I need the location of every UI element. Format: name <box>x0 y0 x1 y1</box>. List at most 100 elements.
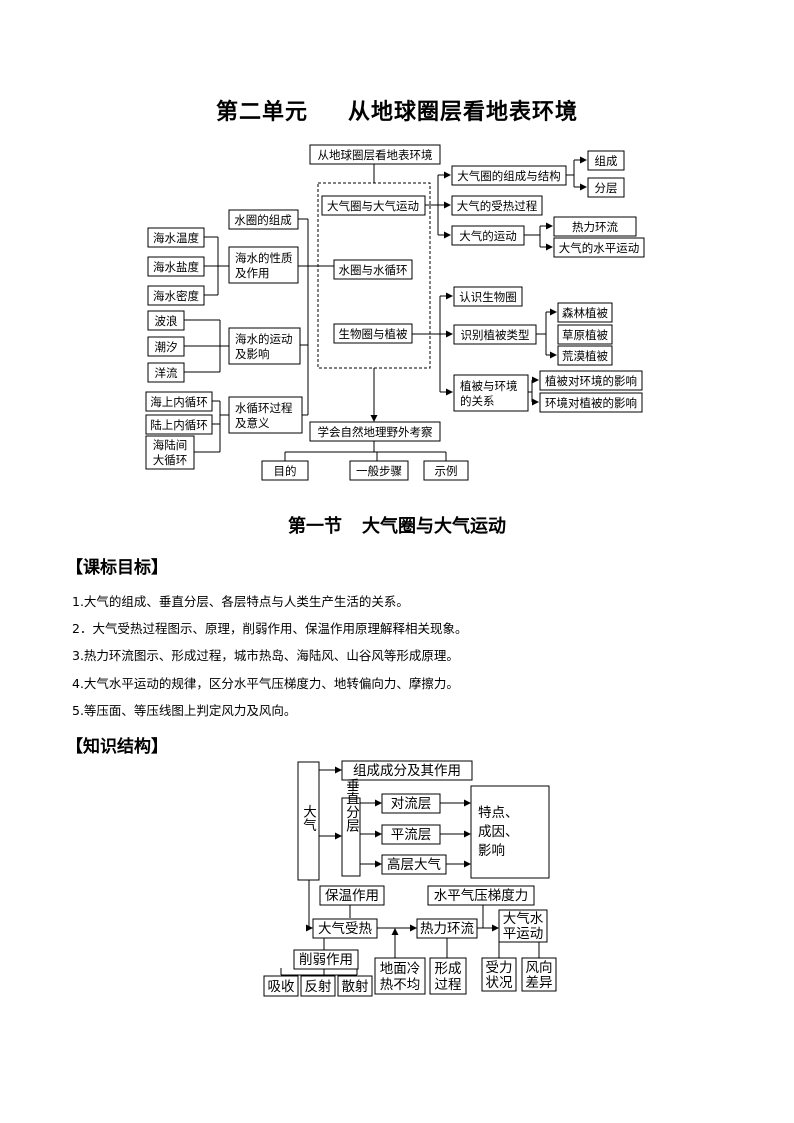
map-cycle-line1: 水循环过程 <box>235 401 293 415</box>
map-heating: 大气的受热过程 <box>451 195 543 216</box>
map-cycle-big-line1: 海陆间 <box>153 438 188 452</box>
map-horizontal-label: 大气的水平运动 <box>559 241 640 255</box>
map-grass-label: 草原植被 <box>562 328 608 342</box>
map-sea-dens-label: 海水密度 <box>153 289 199 303</box>
map-waves: 波浪 <box>147 310 185 331</box>
map2-reflect: 反射 <box>300 975 336 997</box>
section-title: 第一节大气圈与大气运动 <box>0 512 794 538</box>
unit-concept-map: 从地球圈层看地表环境 大气圈与大气运动 水圈与水循环 生物圈与植被 大气圈的组成… <box>145 144 645 481</box>
map2-comp-label: 组成成分及其作用 <box>353 763 461 779</box>
map-cycle-land-label: 陆上内循环 <box>150 418 208 432</box>
map-grass: 草原植被 <box>557 324 613 345</box>
map-veg-types-label: 识别植被类型 <box>461 328 530 342</box>
map2-horizontal: 大气水 平运动 <box>498 909 548 943</box>
map2-absorb-label: 吸收 <box>268 979 295 995</box>
map2-surface-line2: 热不均 <box>380 977 421 993</box>
goals-heading: 【课标目标】 <box>66 558 168 578</box>
map-sea-prop: 海水的性质 及作用 <box>228 246 299 284</box>
map-veg-on-env-label: 植被对环境的影响 <box>545 374 637 388</box>
map-veg-env: 植被与环境 的关系 <box>453 374 529 412</box>
section-name: 大气圈与大气运动 <box>362 516 506 537</box>
map-purpose: 目的 <box>261 460 309 481</box>
map2-horizontal-line1: 大气水 <box>503 911 544 927</box>
structure-heading: 【知识结构】 <box>66 737 168 757</box>
map2-troposphere-label: 对流层 <box>391 796 432 812</box>
map-sea-temp: 海水温度 <box>147 227 205 248</box>
map-sea-temp-label: 海水温度 <box>153 231 199 245</box>
map2-atmos: 大气 <box>297 761 320 881</box>
map-atmos-comp: 大气圈的组成与结构 <box>451 165 567 186</box>
goal-item: 1.大气的组成、垂直分层、各层特点与人类生产生活的关系。 <box>72 594 409 609</box>
map-veg-env-line2: 的关系 <box>460 394 495 408</box>
map-purpose-label: 目的 <box>274 464 297 478</box>
map-env-on-veg-label: 环境对植被的影响 <box>545 396 637 410</box>
map-know-bio-label: 认识生物圈 <box>459 290 517 304</box>
goal-item: 2．大气受热过程图示、原理，削弱作用、保温作用原理解释相关现象。 <box>72 621 468 636</box>
map2-surface-line1: 地面冷 <box>380 961 421 977</box>
map2-heating: 大气受热 <box>312 918 378 939</box>
map-root-label: 从地球圈层看地表环境 <box>318 148 433 162</box>
map2-comp: 组成成分及其作用 <box>341 760 473 781</box>
map-heating-label: 大气的受热过程 <box>457 199 538 213</box>
map-desert: 荒漠植被 <box>557 345 613 366</box>
map2-upper-label: 高层大气 <box>387 856 441 873</box>
map2-troposphere: 对流层 <box>381 793 441 814</box>
map2-insulation-label: 保温作用 <box>325 888 379 904</box>
map-cycle: 水循环过程 及意义 <box>228 396 303 434</box>
map-sea-salt: 海水盐度 <box>147 256 205 277</box>
unit-number: 第二单元 <box>215 99 308 125</box>
map-env-on-veg: 环境对植被的影响 <box>539 392 643 413</box>
map-layers-label: 分层 <box>595 181 618 195</box>
map-horizontal: 大气的水平运动 <box>553 237 645 258</box>
map-thermal-label: 热力环流 <box>572 220 618 234</box>
map2-forces-line2: 状况 <box>486 975 514 991</box>
map-field-label: 学会自然地理野外考察 <box>318 425 433 439</box>
section-concept-map: 大气 组成成分及其作用 垂直分层 对流层 平流层 高层大气 特点、 成因、 影响… <box>263 760 557 997</box>
map-atmos-comp-label: 大气圈的组成与结构 <box>457 169 561 183</box>
map-cycle-sea: 海上内循环 <box>145 391 213 412</box>
map-cycle-big: 海陆间 大循环 <box>145 435 195 470</box>
map2-scatter-label: 散射 <box>342 979 369 995</box>
map-hydro-comp: 水圈的组成 <box>228 209 299 230</box>
map-sea-prop-line2: 及作用 <box>235 266 270 280</box>
map2-formation: 形成 过程 <box>429 957 467 995</box>
map2-stratosphere: 平流层 <box>381 824 441 845</box>
map2-features-line2: 成因、 <box>478 824 519 840</box>
map-bio-unit: 生物圈与植被 <box>333 323 413 344</box>
map2-vertical: 垂直分层 <box>341 778 361 877</box>
map-desert-label: 荒漠植被 <box>562 349 608 363</box>
map-veg-types: 识别植被类型 <box>453 324 537 345</box>
map2-features-line1: 特点、 <box>478 805 519 821</box>
map-atmos-unit: 大气圈与大气运动 <box>321 195 426 216</box>
map2-scatter: 散射 <box>337 975 373 997</box>
unit-name: 从地球圈层看地表环境 <box>348 99 579 125</box>
map-cycle-land: 陆上内循环 <box>145 414 213 435</box>
map-root: 从地球圈层看地表环境 <box>309 144 441 165</box>
map2-thermal: 热力环流 <box>416 918 478 939</box>
map-forest-label: 森林植被 <box>562 306 608 320</box>
map2-reflect-label: 反射 <box>305 979 332 995</box>
map-layers: 分层 <box>587 177 625 198</box>
map-thermal: 热力环流 <box>553 216 637 237</box>
unit-title: 第二单元 从地球圈层看地表环境 <box>0 94 794 126</box>
goal-item: 3.热力环流图示、形成过程，城市热岛、海陆风、山谷风等形成原理。 <box>72 648 459 663</box>
map-hydro-comp-label: 水圈的组成 <box>234 213 292 227</box>
map2-stratosphere-label: 平流层 <box>391 827 432 843</box>
map-example-label: 示例 <box>435 464 458 478</box>
map-cycle-big-line2: 大循环 <box>153 453 188 467</box>
map-comp: 组成 <box>587 150 625 171</box>
map2-vertical-label: 垂直分层 <box>343 778 360 833</box>
map-sea-dens: 海水密度 <box>147 285 205 306</box>
map2-wind: 风向 差异 <box>521 957 557 992</box>
map-comp-label: 组成 <box>595 154 618 168</box>
map-currents-label: 洋流 <box>155 366 178 380</box>
map2-pgf: 水平气压梯度力 <box>427 885 535 906</box>
map2-wind-line2: 差异 <box>526 975 553 991</box>
map2-wind-line1: 风向 <box>526 960 553 976</box>
map-cycle-sea-label: 海上内循环 <box>150 395 208 409</box>
map-bio-unit-label: 生物圈与植被 <box>339 327 408 341</box>
map2-forces-line1: 受力 <box>486 960 513 976</box>
map-sea-move-line1: 海水的运动 <box>235 332 293 346</box>
map-atmos-unit-label: 大气圈与大气运动 <box>327 199 419 213</box>
map2-upper: 高层大气 <box>381 854 447 875</box>
